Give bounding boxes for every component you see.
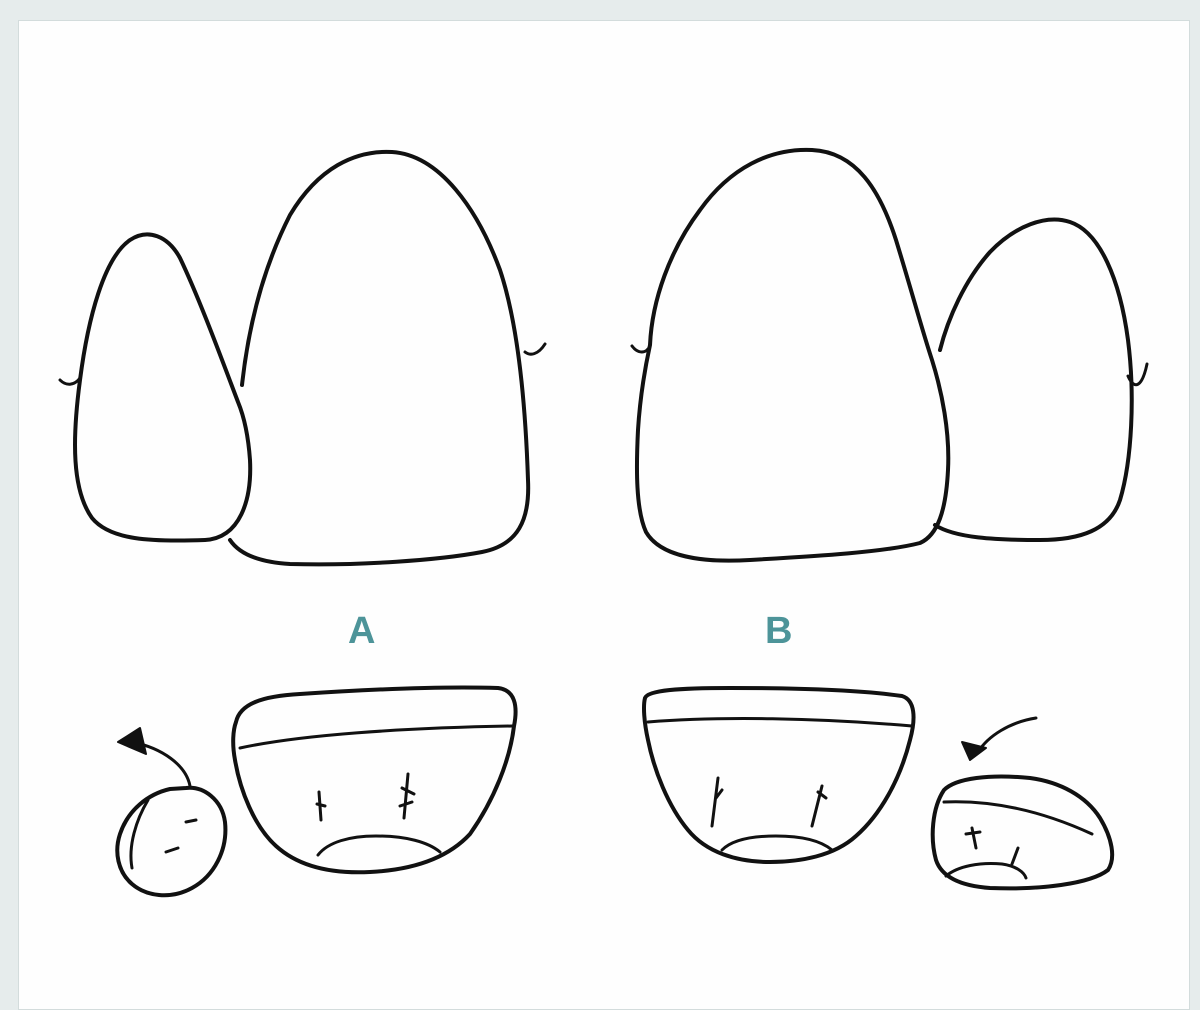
figure-a-lateral-mark-1 bbox=[186, 820, 196, 822]
figure-b-lateral-mark-right bbox=[1012, 848, 1018, 864]
figure-a-central-incisor-outline bbox=[230, 152, 528, 565]
figure-b-central-mark-right bbox=[812, 786, 826, 826]
figure-label-a: A bbox=[348, 612, 375, 650]
figure-a-central-contact-tick bbox=[525, 344, 545, 354]
figure-b-incisal-view bbox=[644, 688, 1112, 888]
figure-a-central-incisal-ridge bbox=[240, 726, 512, 748]
figure-label-b: B bbox=[765, 612, 792, 650]
figure-b-lateral-cingulum bbox=[946, 864, 1026, 879]
figure-b-lateral-mark-left bbox=[966, 828, 980, 848]
figure-b-pressure-arrow-shaft bbox=[978, 718, 1036, 752]
figure-a-rotation-arrow-head bbox=[118, 728, 146, 754]
figure-a-lateral-incisor-outline bbox=[75, 234, 250, 540]
figure-a-central-cingulum bbox=[318, 836, 440, 855]
figure-a-lateral-mark-2 bbox=[166, 848, 178, 852]
figure-b-central-incisor-outline bbox=[637, 150, 948, 561]
figure-a-central-mark-right bbox=[400, 774, 414, 818]
figure-b-lateral-incisor-outline bbox=[935, 220, 1132, 540]
figure-a-labial-view bbox=[60, 152, 545, 565]
figure-a-central-mark-left bbox=[317, 792, 325, 820]
figure-b-lateral-incisal-ridge bbox=[944, 802, 1092, 834]
figure-a-incisal-view bbox=[117, 687, 515, 895]
figure-a-central-incisal-outline bbox=[233, 687, 515, 872]
figure-b-central-incisal-ridge bbox=[648, 719, 912, 726]
figure-b-central-contact-tick bbox=[632, 346, 650, 352]
figure-b-labial-view bbox=[632, 150, 1147, 561]
figure-b-central-mark-left bbox=[712, 778, 722, 826]
figure-a-lateral-contact-tick bbox=[60, 378, 80, 384]
figure-b-central-cingulum bbox=[722, 836, 832, 850]
